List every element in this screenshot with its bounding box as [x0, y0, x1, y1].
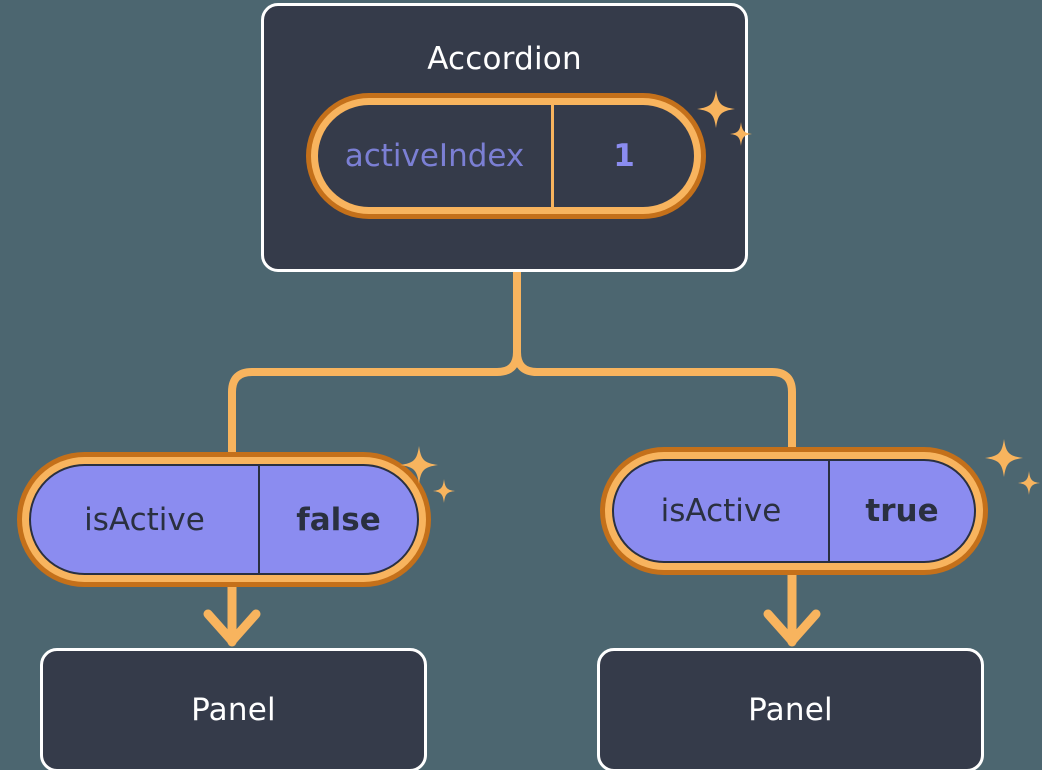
wire-root-to-right — [513, 268, 796, 474]
pill-body: activeIndex 1 — [318, 105, 694, 207]
sparkle-icon-right — [985, 439, 1040, 495]
state-pill-isactive-true[interactable]: isActive true — [600, 447, 988, 575]
state-key-label: activeIndex — [318, 105, 554, 207]
arrow-down-icon-left — [203, 581, 261, 647]
pill-body: isActive true — [612, 459, 976, 563]
state-value-label: false — [296, 501, 381, 538]
state-value-label: true — [865, 493, 939, 529]
pill-outer-ring: isActive true — [600, 447, 988, 575]
pill-outer-ring: isActive false — [17, 452, 431, 587]
wire-root-to-left — [228, 268, 521, 474]
panel-title: Panel — [748, 691, 833, 728]
pill-inner-ring: isActive false — [22, 457, 426, 582]
pill-body: isActive false — [29, 464, 419, 575]
state-key-label: isActive — [614, 461, 830, 561]
state-pill-isactive-false[interactable]: isActive false — [17, 452, 431, 587]
panel-title: Panel — [191, 691, 276, 728]
accordion-title: Accordion — [427, 41, 582, 77]
panel-node-left[interactable]: Panel — [40, 648, 427, 770]
state-pill-activeindex[interactable]: activeIndex 1 — [306, 93, 706, 219]
state-value-label: 1 — [613, 138, 635, 174]
pill-outer-ring: activeIndex 1 — [306, 93, 706, 219]
panel-node-right[interactable]: Panel — [597, 648, 984, 770]
arrow-down-icon-right — [763, 570, 821, 647]
pill-inner-ring: activeIndex 1 — [311, 98, 701, 214]
state-key-label: isActive — [31, 466, 260, 573]
pill-inner-ring: isActive true — [605, 452, 983, 570]
